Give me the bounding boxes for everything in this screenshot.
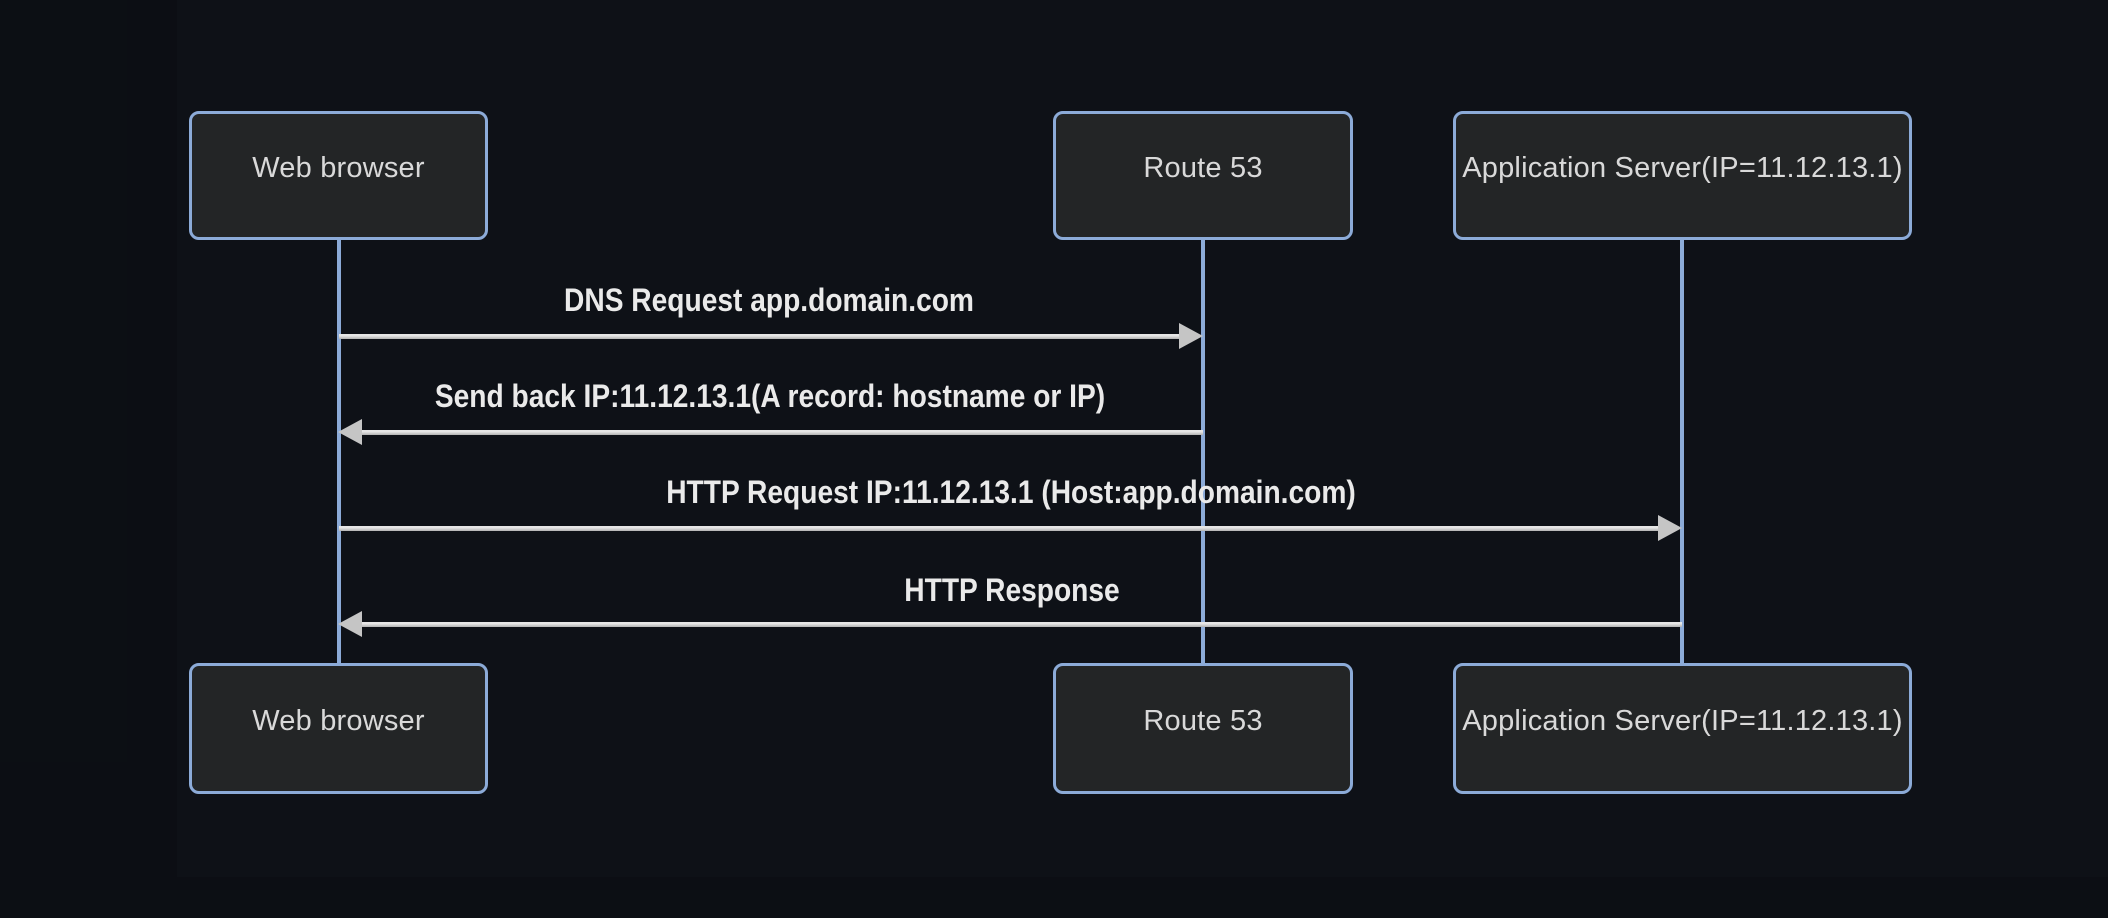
lifeline-route-53	[1201, 240, 1205, 664]
arrowhead-left-icon	[338, 611, 362, 637]
lifeline-web-browser	[337, 240, 341, 664]
message-label-http-request: HTTP Request IP:11.12.13.1 (Host:app.dom…	[666, 474, 1356, 510]
arrowhead-right-icon	[1658, 515, 1682, 541]
actor-box-app-server-bottom: Application Server(IP=11.12.13.1)	[1453, 663, 1912, 794]
actor-label-route-53: Route 53	[1143, 705, 1263, 737]
message-arrow-http-request	[339, 526, 1658, 531]
actor-label-web-browser: Web browser	[252, 705, 425, 737]
background-shade-bottom	[0, 877, 2108, 918]
message-label-dns-request: DNS Request app.domain.com	[564, 282, 974, 318]
message-arrow-send-back-ip	[362, 430, 1203, 435]
actor-label-app-server: Application Server(IP=11.12.13.1)	[1462, 152, 1903, 184]
actor-label-route-53: Route 53	[1143, 152, 1263, 184]
actor-box-route-53-top: Route 53	[1053, 111, 1353, 240]
message-label-http-response: HTTP Response	[904, 572, 1120, 608]
actor-box-route-53-bottom: Route 53	[1053, 663, 1353, 794]
background-shade-left	[0, 0, 177, 877]
message-arrow-dns-request	[339, 334, 1179, 339]
actor-box-web-browser-bottom: Web browser	[189, 663, 488, 794]
message-label-send-back-ip: Send back IP:11.12.13.1(A record: hostna…	[434, 378, 1106, 414]
arrowhead-left-icon	[338, 419, 362, 445]
arrowhead-right-icon	[1179, 323, 1203, 349]
actor-box-web-browser-top: Web browser	[189, 111, 488, 240]
actor-label-web-browser: Web browser	[252, 152, 425, 184]
actor-label-app-server: Application Server(IP=11.12.13.1)	[1462, 705, 1903, 737]
lifeline-app-server	[1680, 240, 1684, 664]
actor-box-app-server-top: Application Server(IP=11.12.13.1)	[1453, 111, 1912, 240]
message-arrow-http-response	[362, 622, 1682, 627]
